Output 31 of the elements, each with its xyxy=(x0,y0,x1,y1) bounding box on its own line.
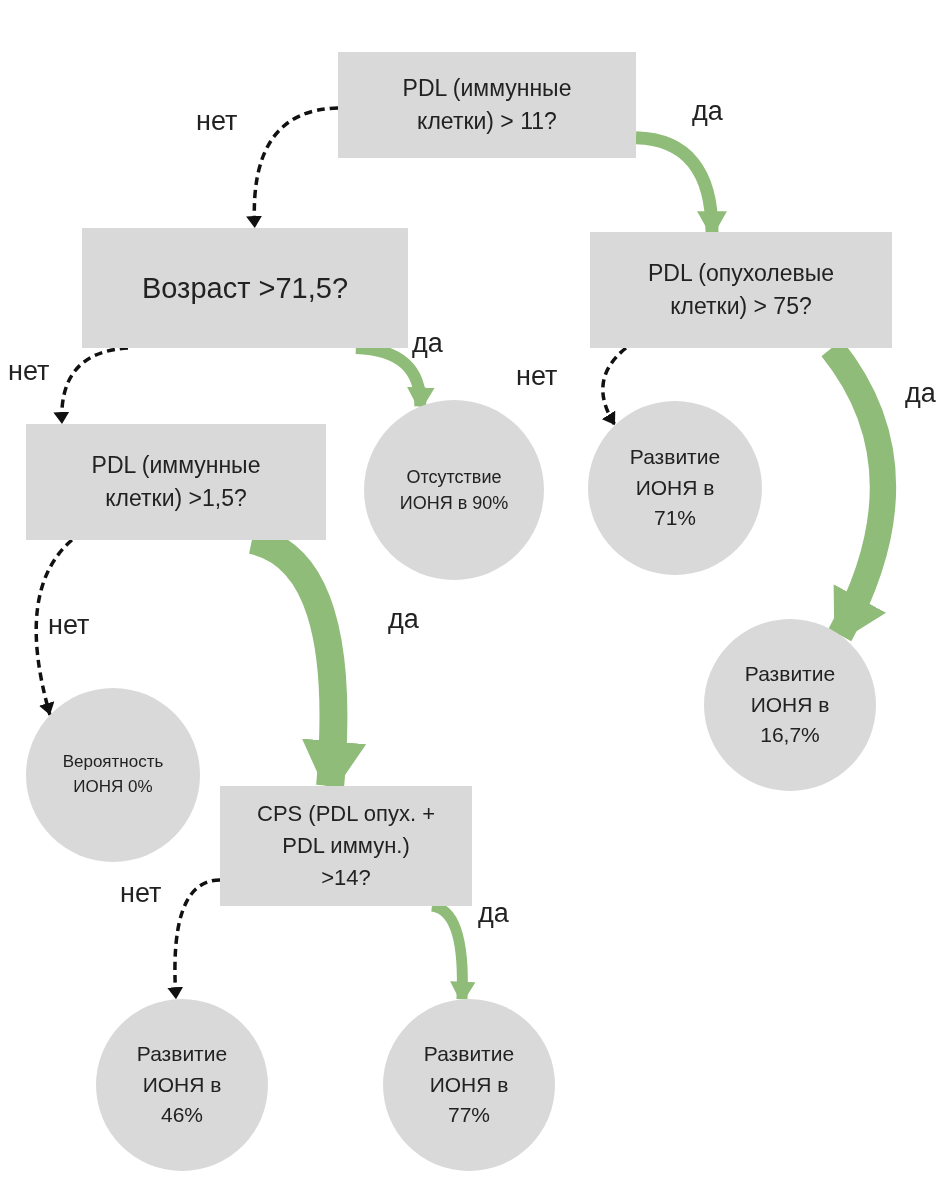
edge-label: нет xyxy=(48,612,90,639)
decision-box xyxy=(590,232,892,348)
node-text: Развитие ИОНЯ в 71% xyxy=(628,444,722,532)
dashed-arrow xyxy=(53,346,129,425)
edge-label: да xyxy=(388,606,419,633)
dashed-arrow xyxy=(34,538,74,716)
decision-box xyxy=(82,228,408,348)
node-text: Развитие ИОНЯ в 16,7% xyxy=(743,661,837,749)
decision-box xyxy=(338,52,636,158)
edge-label: нет xyxy=(8,358,50,385)
node-text: CPS (PDL опух. + PDL иммун.) >14? xyxy=(256,800,436,892)
decision-box xyxy=(220,786,472,906)
dashed-arrow xyxy=(601,346,628,426)
node-text: Отсутствие ИОНЯ в 90% xyxy=(398,465,510,515)
node-text: Развитие ИОНЯ в 46% xyxy=(135,1041,229,1129)
edge-label: да xyxy=(692,98,723,125)
dashed-arrow xyxy=(246,106,339,229)
node-text: Возраст >71,5? xyxy=(141,270,348,306)
dashed-arrow xyxy=(167,878,221,1000)
node-text: PDL (иммунные клетки) >1,5? xyxy=(90,450,262,513)
node-text: Вероятность ИОНЯ 0% xyxy=(61,751,165,798)
decision-box xyxy=(26,424,326,540)
edge-label: да xyxy=(905,380,936,407)
edge-label: нет xyxy=(196,108,238,135)
edge-label: нет xyxy=(516,363,558,390)
node-text: PDL (опухолевые клетки) > 75? xyxy=(647,258,835,321)
node-text: PDL (иммунные клетки) > 11? xyxy=(401,73,573,136)
edge-label: нет xyxy=(120,880,162,907)
edge-label: да xyxy=(412,330,443,357)
node-text: Развитие ИОНЯ в 77% xyxy=(422,1041,516,1129)
edge-label: да xyxy=(478,900,509,927)
